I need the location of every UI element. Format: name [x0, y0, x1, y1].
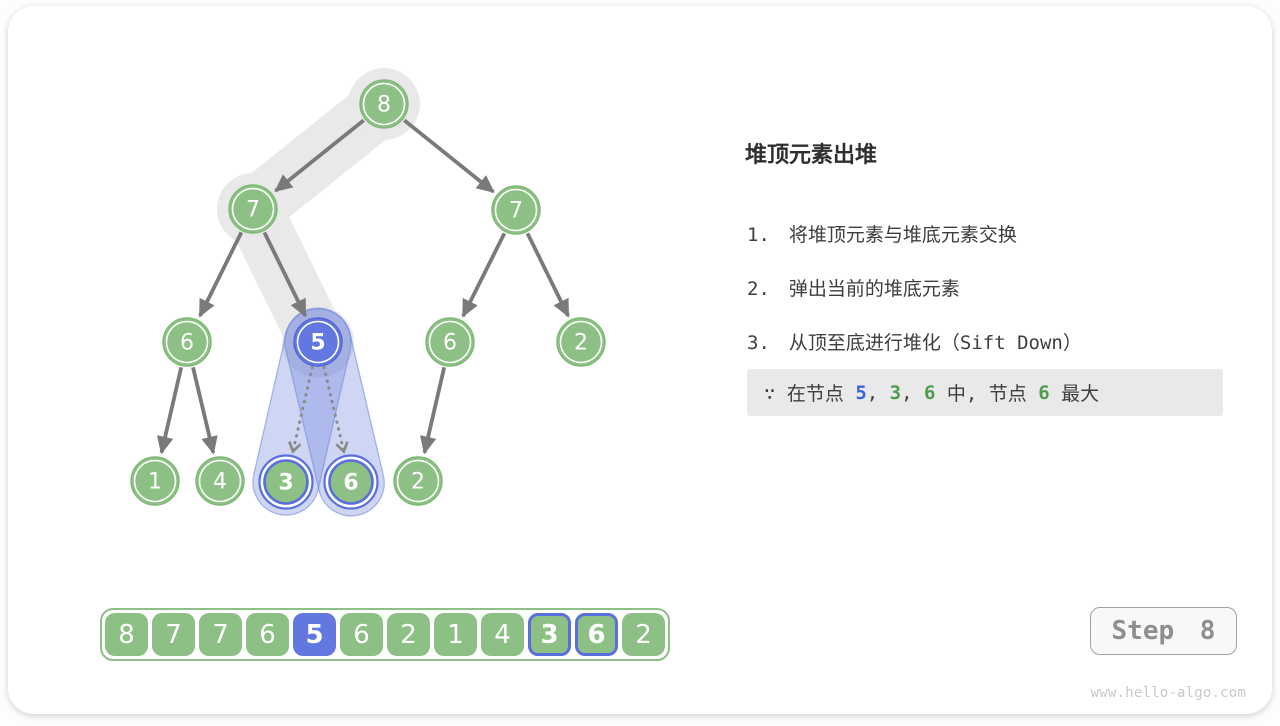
- note-text: 中, 节点: [935, 383, 1039, 405]
- tree-edge: [191, 366, 218, 455]
- tree-node-6: 6: [425, 317, 475, 367]
- array-cell: 4: [481, 613, 524, 656]
- note-text: 最大: [1049, 383, 1100, 405]
- array-cell: 1: [434, 613, 477, 656]
- array-cell: 6: [246, 613, 289, 656]
- node-value: 6: [443, 331, 457, 356]
- array-cell: 5: [293, 613, 336, 656]
- tree-node-1: 1: [130, 456, 180, 506]
- node-value: 7: [509, 199, 523, 224]
- node-value: 4: [213, 470, 227, 495]
- node-value: 1: [148, 470, 162, 495]
- instruction-step-3: 3. 从顶至底进行堆化（Sift Down）: [747, 332, 1082, 354]
- tree-node-8: 8: [359, 79, 409, 129]
- tree-edge: [262, 231, 308, 318]
- tree-edge: [274, 118, 365, 193]
- instruction-step-1: 1. 将堆顶元素与堆底元素交换: [747, 224, 1017, 246]
- node-value: 6: [180, 331, 194, 356]
- node-value: 7: [246, 198, 260, 223]
- tree-node-4: 4: [195, 456, 245, 506]
- tree-node-7: 7: [228, 184, 278, 234]
- instruction-step-2: 2. 弹出当前的堆底元素: [747, 278, 960, 300]
- note-text: ,: [901, 381, 925, 404]
- comparison-note: ∵ 在节点 5, 3, 6 中, 节点 6 最大: [747, 369, 1223, 416]
- tree-node-2: 2: [393, 456, 443, 506]
- note-node-value: 3: [889, 381, 902, 404]
- array-cell: 7: [199, 613, 242, 656]
- note-node-value: 6: [924, 381, 936, 404]
- tree-edge: [403, 118, 495, 194]
- tree-edge: [198, 231, 244, 318]
- array-cell: 2: [622, 613, 665, 656]
- array-cell: 6: [575, 613, 618, 656]
- tree-node-6: 6: [162, 317, 212, 367]
- tree-node-5: 5: [293, 317, 343, 367]
- heap-tree-diagram: 8 7 7 6 5 6 2 1 4 3 6 2: [130, 68, 606, 517]
- array-cell: 7: [152, 613, 195, 656]
- watermark: www.hello-algo.com: [1090, 685, 1246, 701]
- note-text: ∵ 在节点: [764, 383, 856, 405]
- tree-node-7: 7: [491, 185, 541, 235]
- array-cell: 6: [340, 613, 383, 656]
- note-node-value: 6: [1038, 381, 1050, 404]
- tree-node-3: 3: [258, 454, 314, 510]
- note-node-value: 5: [855, 381, 867, 404]
- node-value: 2: [574, 331, 588, 356]
- compare-arrow: [293, 365, 314, 451]
- page-title: 堆顶元素出堆: [745, 143, 878, 168]
- compare-arrow: [322, 365, 344, 451]
- step-badge: Step 8: [1090, 607, 1237, 655]
- tree-node-6: 6: [323, 454, 379, 510]
- node-value: 3: [278, 471, 293, 496]
- note-text: ,: [866, 381, 890, 404]
- tree-edge: [525, 232, 570, 318]
- tree-edge: [419, 366, 447, 455]
- array-cell: 8: [105, 613, 148, 656]
- tree-edge: [461, 232, 507, 318]
- node-value: 5: [310, 331, 325, 356]
- node-value: 2: [411, 470, 425, 495]
- node-value: 6: [343, 471, 358, 496]
- array-cell: 3: [528, 613, 571, 656]
- array-cell: 2: [387, 613, 430, 656]
- tree-node-2: 2: [556, 317, 606, 367]
- tree-edge: [156, 366, 184, 455]
- node-value: 8: [377, 93, 391, 118]
